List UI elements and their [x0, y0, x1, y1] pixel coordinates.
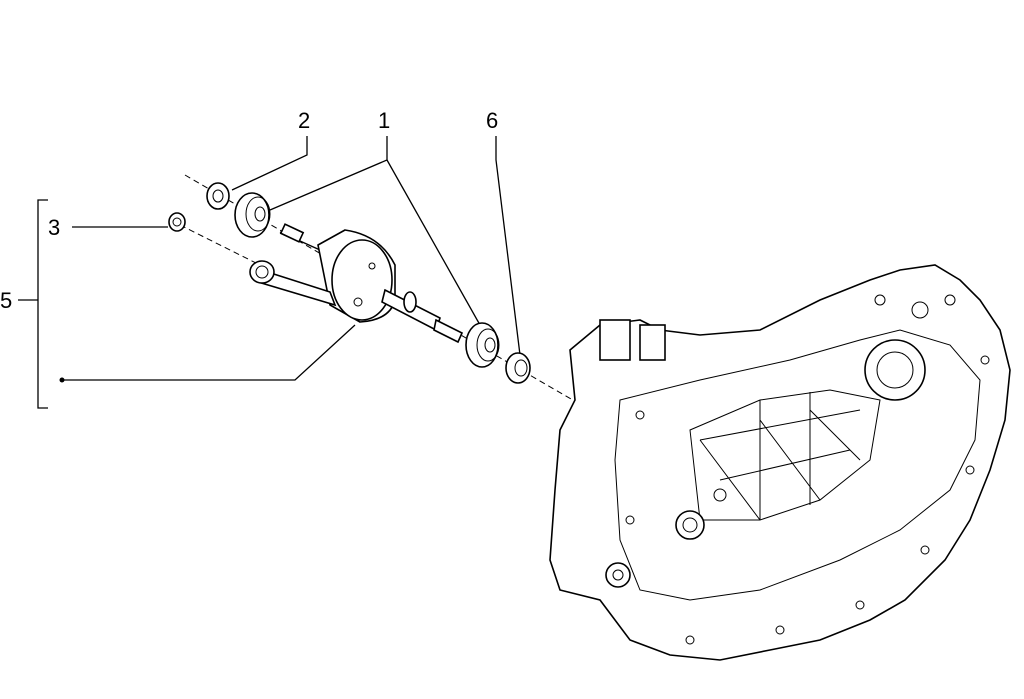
- callout-5: 5: [0, 288, 12, 313]
- crankcase: [549, 264, 1011, 661]
- callout-3: 3: [48, 215, 60, 240]
- leader-lines: [18, 136, 521, 409]
- callout-1: 1: [378, 108, 390, 133]
- callout-6: 6: [486, 108, 498, 133]
- crankshaft: [249, 223, 464, 344]
- callout-2: 2: [298, 108, 310, 133]
- bearing-1-lower: [465, 322, 500, 368]
- bearing-1-upper: [234, 192, 271, 238]
- bearing-3: [168, 212, 186, 232]
- assembly-axis-2: [179, 224, 261, 266]
- bearing-2: [206, 182, 230, 210]
- oil-seal-6: [505, 352, 531, 384]
